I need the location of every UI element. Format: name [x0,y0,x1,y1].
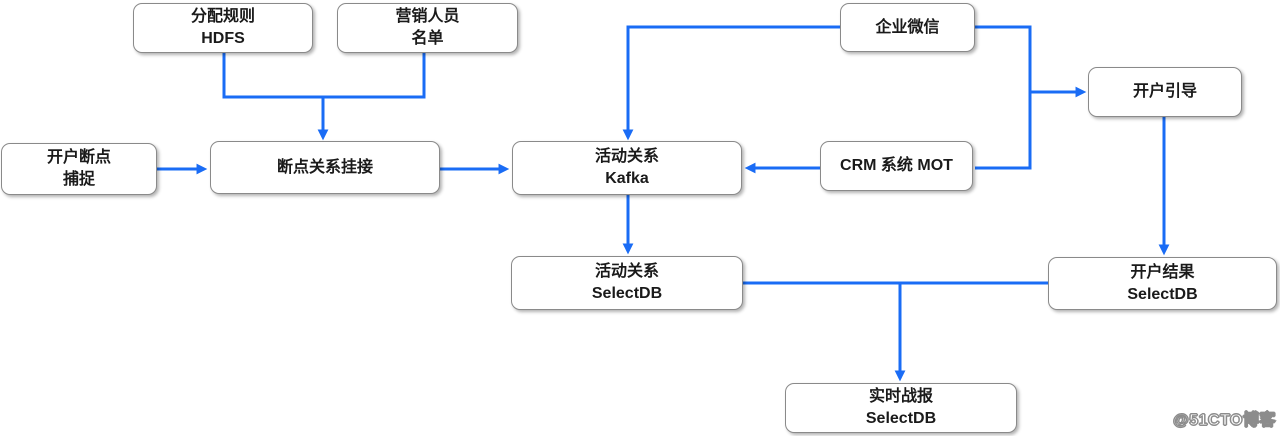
edge-wecom-to-kafka [622,25,840,141]
node-label: 开户断点 [46,149,111,166]
node-label: 开户结果 [1130,263,1195,281]
node-label: 名单 [411,30,444,47]
node-label: 营销人员 [395,8,460,25]
node-label: Kafka [605,170,649,187]
node-activity-kafka: 活动关系 Kafka [512,141,742,195]
node-label: SelectDB [591,285,663,302]
node-breakpoint-hook: 断点关系挂接 [210,141,440,194]
node-label: 活动关系 [594,148,659,165]
node-account-guide: 开户引导 [1088,67,1242,117]
node-alloc-rules-hdfs: 分配规则 HDFS [133,3,313,53]
edge-sources-merge [222,53,426,99]
node-label: CRM 系统 MOT [840,157,953,174]
node-marketer-list: 营销人员 名单 [337,3,518,53]
node-label: 分配规则 [190,8,255,25]
node-label: HDFS [201,30,245,47]
node-account-result-selectdb: 开户结果 SelectDB [1048,257,1277,310]
node-realtime-report-selectdb: 实时战报 SelectDB [785,383,1017,433]
node-label: 断点关系挂接 [276,158,373,176]
node-label: SelectDB [865,410,937,427]
edge-wecom-crm-trunk [975,25,1032,170]
node-label: 开户引导 [1132,83,1197,100]
node-label: 实时战报 [868,388,933,405]
node-breakpoint-capture: 开户断点 捕捉 [1,143,157,195]
node-label: 企业微信 [875,18,940,36]
node-crm-mot: CRM 系统 MOT [820,141,973,191]
node-wecom: 企业微信 [840,3,975,52]
node-label: 活动关系 [594,263,659,280]
watermark-51cto: @51CTO博客 [1173,412,1276,430]
node-label: SelectDB [1127,285,1198,303]
node-label: 捕捉 [62,171,95,188]
node-activity-selectdb: 活动关系 SelectDB [511,256,743,310]
